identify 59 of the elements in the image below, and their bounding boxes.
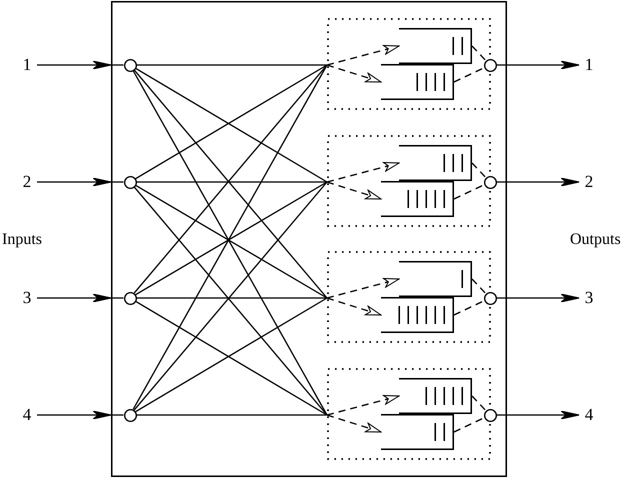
dashed-line xyxy=(472,278,486,294)
port-circle xyxy=(124,408,136,422)
port-circle xyxy=(484,176,496,188)
side-label: Inputs xyxy=(2,230,42,250)
dashed-line xyxy=(472,162,486,178)
arrow xyxy=(496,60,580,70)
queue-buffer xyxy=(399,378,472,414)
dashed-arrow xyxy=(326,64,382,83)
port-number: 3 xyxy=(20,288,34,308)
port-circle xyxy=(124,176,136,188)
port-number: 1 xyxy=(582,55,596,75)
port-number: 3 xyxy=(582,288,596,308)
port-circle xyxy=(484,408,496,422)
dashed-line xyxy=(454,184,484,200)
port-number: 4 xyxy=(20,405,34,425)
arrow xyxy=(496,178,580,186)
queue-buffer xyxy=(381,414,454,450)
switch-frame xyxy=(111,1,507,477)
buffer-group xyxy=(327,368,491,460)
arrow xyxy=(37,178,124,186)
connection-line xyxy=(136,414,327,416)
port-circle xyxy=(124,58,136,72)
arrow xyxy=(496,410,580,420)
connection-line xyxy=(136,64,327,66)
side-label: Outputs xyxy=(570,230,621,250)
dashed-line xyxy=(472,396,486,411)
port-circle xyxy=(124,292,136,304)
port-number: 2 xyxy=(20,172,34,192)
arrow xyxy=(37,60,124,70)
dashed-line xyxy=(454,417,484,433)
connection-line xyxy=(136,297,327,299)
arrow xyxy=(37,410,124,420)
port-circle xyxy=(484,58,496,72)
queue-buffer xyxy=(381,64,454,100)
dashed-arrow xyxy=(326,414,382,433)
port-number: 4 xyxy=(582,405,596,425)
dashed-arrow xyxy=(326,162,400,183)
buffer-group xyxy=(327,135,491,227)
queue-buffer xyxy=(399,28,472,64)
dashed-line xyxy=(472,46,486,61)
buffer-group xyxy=(327,251,491,343)
arrow xyxy=(37,294,124,302)
port-number: 1 xyxy=(20,55,34,75)
port-circle xyxy=(484,292,496,304)
arrow xyxy=(496,294,580,302)
buffer-group xyxy=(327,18,491,110)
queue-buffer xyxy=(381,181,454,217)
dashed-arrow xyxy=(326,278,400,299)
dashed-line xyxy=(454,67,484,83)
dashed-arrow xyxy=(326,44,400,66)
queue-buffer xyxy=(399,261,472,297)
queue-buffer xyxy=(381,297,454,333)
port-number: 2 xyxy=(582,172,596,192)
dashed-arrow xyxy=(326,394,400,416)
queue-buffer xyxy=(399,145,472,181)
connection-line xyxy=(136,181,327,183)
dashed-arrow xyxy=(326,297,382,316)
dashed-arrow xyxy=(326,181,382,200)
dashed-line xyxy=(454,300,484,316)
